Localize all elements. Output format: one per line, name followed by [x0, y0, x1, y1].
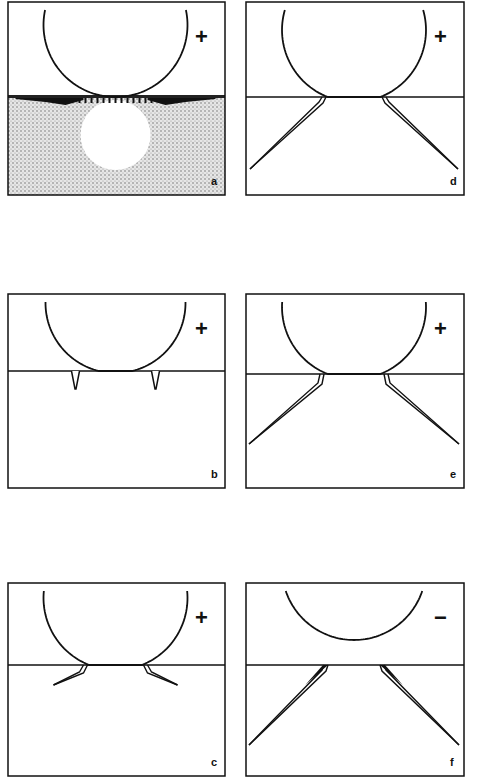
- panel-frame: [8, 2, 225, 195]
- panel-frame: [246, 583, 464, 776]
- panel-letter: b: [211, 469, 218, 480]
- panel-letter: c: [211, 756, 217, 768]
- load-sign: −: [434, 607, 447, 629]
- indenter: [282, 10, 426, 97]
- panel-letter: b: [211, 468, 218, 480]
- panel-frame: [246, 294, 464, 488]
- surface-band: [16, 97, 84, 105]
- indenter: [282, 302, 426, 374]
- cone-crack: [250, 97, 326, 169]
- indenter: [44, 591, 188, 665]
- cone-crack: [54, 665, 88, 685]
- cone-crack: [384, 374, 459, 444]
- crack-fill: [305, 665, 328, 685]
- panel-letter: f: [450, 756, 454, 768]
- panel-letter: c: [211, 757, 217, 768]
- panel-frame: [8, 294, 225, 488]
- cone-crack: [249, 374, 320, 444]
- load-sign: +: [195, 26, 208, 48]
- cone-crack: [250, 97, 322, 169]
- ring-crack: [72, 371, 80, 389]
- load-sign: +: [434, 318, 447, 340]
- cone-crack: [148, 665, 178, 685]
- indenter: [46, 302, 186, 371]
- cone-crack: [144, 665, 178, 685]
- panel: [8, 294, 225, 488]
- ring-crack: [152, 371, 160, 389]
- panel-letter: d: [450, 176, 457, 187]
- panel-letter: e: [450, 468, 456, 480]
- unstressed-zone: [81, 100, 151, 170]
- cone-crack: [386, 97, 458, 169]
- cone-crack: [388, 374, 459, 444]
- indenter: [44, 10, 188, 97]
- load-sign: +: [195, 607, 208, 629]
- load-sign: +: [195, 316, 208, 341]
- cone-crack: [249, 665, 328, 745]
- load-sign: +: [434, 24, 447, 49]
- panel-letter: a: [211, 176, 217, 187]
- panel-frame: [246, 2, 464, 195]
- load-sign: −: [434, 605, 447, 630]
- panel-letter: d: [450, 175, 457, 187]
- cone-crack: [249, 374, 324, 444]
- panel-letter: f: [450, 757, 454, 768]
- panel: [246, 2, 464, 195]
- indenter: [286, 591, 422, 640]
- load-sign: +: [434, 316, 447, 341]
- panel-frame: [8, 583, 225, 776]
- stressed-region: [8, 97, 225, 195]
- crack-fill: [380, 665, 403, 685]
- load-sign: +: [195, 318, 208, 340]
- panel: [246, 583, 464, 776]
- load-sign: +: [195, 605, 208, 630]
- cone-crack: [380, 665, 459, 745]
- panel: [246, 294, 464, 488]
- panel: [8, 2, 225, 195]
- cone-crack: [54, 665, 84, 685]
- cone-crack: [382, 97, 458, 169]
- load-sign: +: [195, 24, 208, 49]
- panel-letter: a: [211, 175, 217, 187]
- load-sign: +: [434, 26, 447, 48]
- surface-line: [246, 664, 464, 666]
- panel: [8, 583, 225, 776]
- surface-band: [148, 97, 216, 105]
- panel-letter: e: [450, 469, 456, 480]
